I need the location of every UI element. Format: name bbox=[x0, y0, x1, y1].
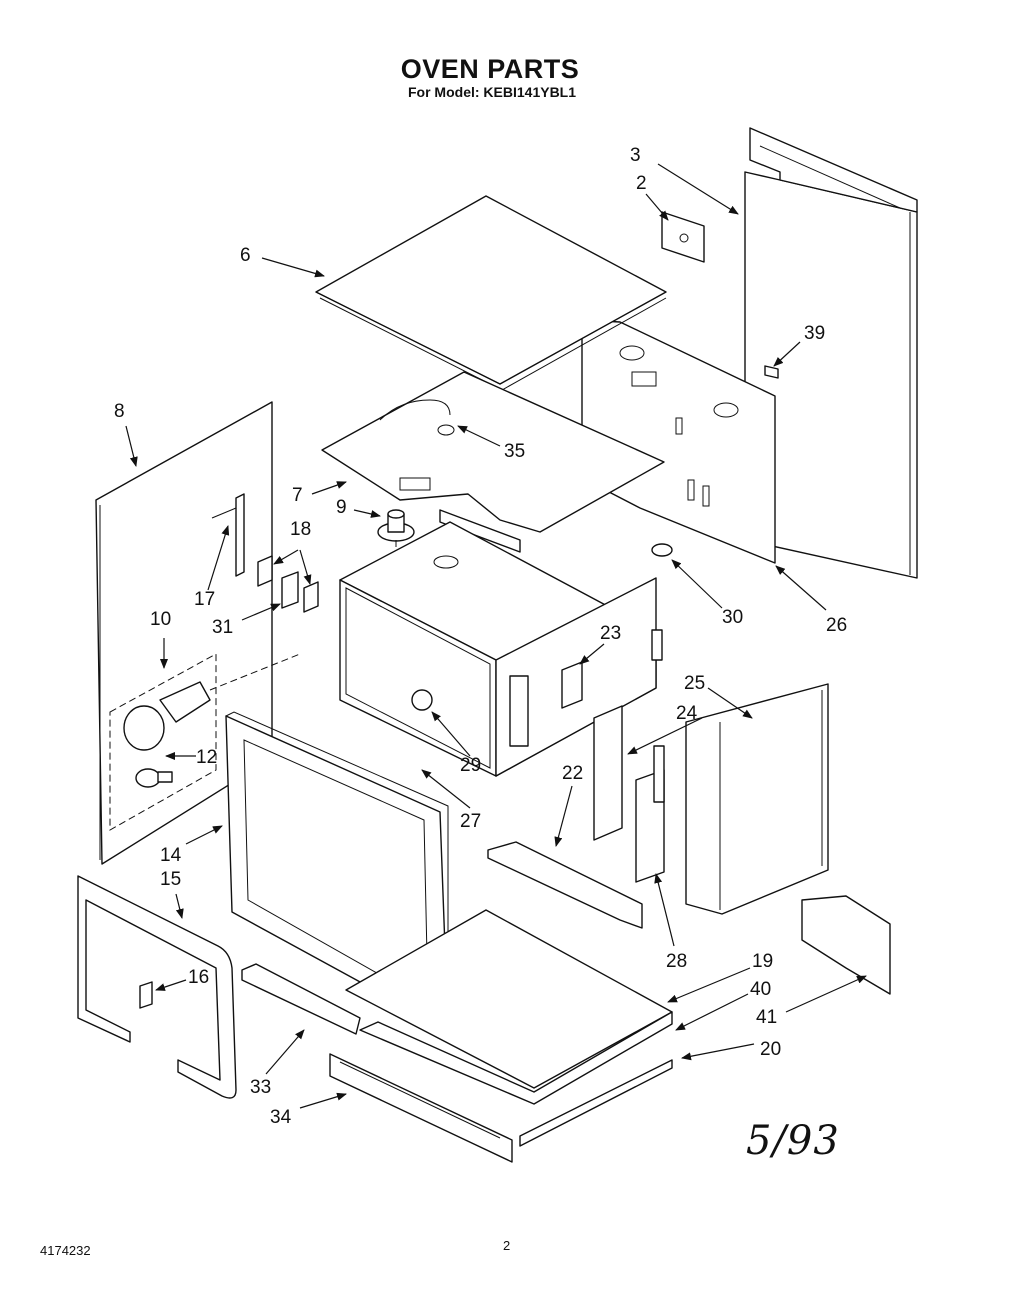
gasket-part-15 bbox=[78, 876, 236, 1098]
part-label-30: 30 bbox=[722, 607, 744, 628]
part-label-15: 15 bbox=[160, 869, 182, 890]
part-label-31: 31 bbox=[212, 617, 234, 638]
part-label-29: 29 bbox=[460, 755, 482, 776]
leader-arrows bbox=[126, 164, 867, 1108]
model-subtitle: For Model: KEBI141YBL1 bbox=[407, 84, 577, 100]
part-label-19: 19 bbox=[752, 951, 774, 972]
light-assembly-part-10 bbox=[124, 654, 300, 750]
part-label-40: 40 bbox=[750, 979, 772, 1000]
part-label-3: 3 bbox=[630, 145, 641, 166]
part-label-27: 27 bbox=[460, 811, 482, 832]
bulb-part-12 bbox=[136, 769, 172, 787]
part-label-24: 24 bbox=[676, 703, 698, 724]
part-label-20: 20 bbox=[760, 1039, 782, 1060]
light-part-29 bbox=[412, 690, 432, 710]
page-number: 2 bbox=[503, 1238, 511, 1253]
back-panel-part-3 bbox=[745, 128, 917, 578]
part-label-23: 23 bbox=[600, 623, 622, 644]
rail-part-20 bbox=[520, 1060, 672, 1146]
clip-part-39 bbox=[765, 366, 778, 378]
part-label-26: 26 bbox=[826, 615, 848, 636]
part-label-16: 16 bbox=[188, 967, 210, 988]
part-label-14: 14 bbox=[160, 845, 182, 866]
bracket-part-23 bbox=[562, 662, 582, 708]
bracket-part-17 bbox=[212, 494, 244, 576]
document-number: 4174232 bbox=[40, 1243, 91, 1258]
top-frame-part-7 bbox=[322, 372, 664, 552]
part-label-7: 7 bbox=[292, 485, 303, 506]
part-label-8: 8 bbox=[114, 401, 125, 422]
part-label-9: 9 bbox=[336, 497, 347, 518]
cap-part-30 bbox=[652, 544, 672, 556]
side-panel-part-25 bbox=[686, 684, 828, 914]
part-label-22: 22 bbox=[562, 763, 584, 784]
switch-part-18 bbox=[258, 556, 318, 612]
bracket-part-24 bbox=[594, 706, 622, 840]
front-trim-part-34 bbox=[330, 1054, 512, 1162]
switch-part-31 bbox=[282, 572, 298, 608]
date-note: 5/93 bbox=[746, 1118, 840, 1164]
part-label-39: 39 bbox=[804, 323, 826, 344]
part-label-25: 25 bbox=[684, 673, 706, 694]
part-label-35: 35 bbox=[504, 441, 526, 462]
bracket-part-41 bbox=[802, 896, 890, 994]
part-label-6: 6 bbox=[240, 245, 251, 266]
clip-part-16 bbox=[140, 982, 152, 1008]
part-label-18: 18 bbox=[290, 519, 312, 540]
part-label-41: 41 bbox=[756, 1007, 778, 1028]
thermostat-part-9 bbox=[378, 510, 414, 570]
part-label-28: 28 bbox=[666, 951, 688, 972]
page-title: OVEN PARTS bbox=[400, 54, 580, 84]
hinge-part-28 bbox=[636, 746, 664, 882]
part-label-10: 10 bbox=[150, 609, 172, 630]
part-label-2: 2 bbox=[636, 173, 647, 194]
vent-part-33 bbox=[242, 964, 360, 1034]
part-label-34: 34 bbox=[270, 1107, 292, 1128]
part-label-17: 17 bbox=[194, 589, 216, 610]
support-part-22 bbox=[488, 842, 642, 928]
bracket-part-2 bbox=[662, 212, 704, 262]
part-label-12: 12 bbox=[196, 747, 218, 768]
part-label-33: 33 bbox=[250, 1077, 272, 1098]
bottom-panel-part-19 bbox=[346, 910, 672, 1104]
